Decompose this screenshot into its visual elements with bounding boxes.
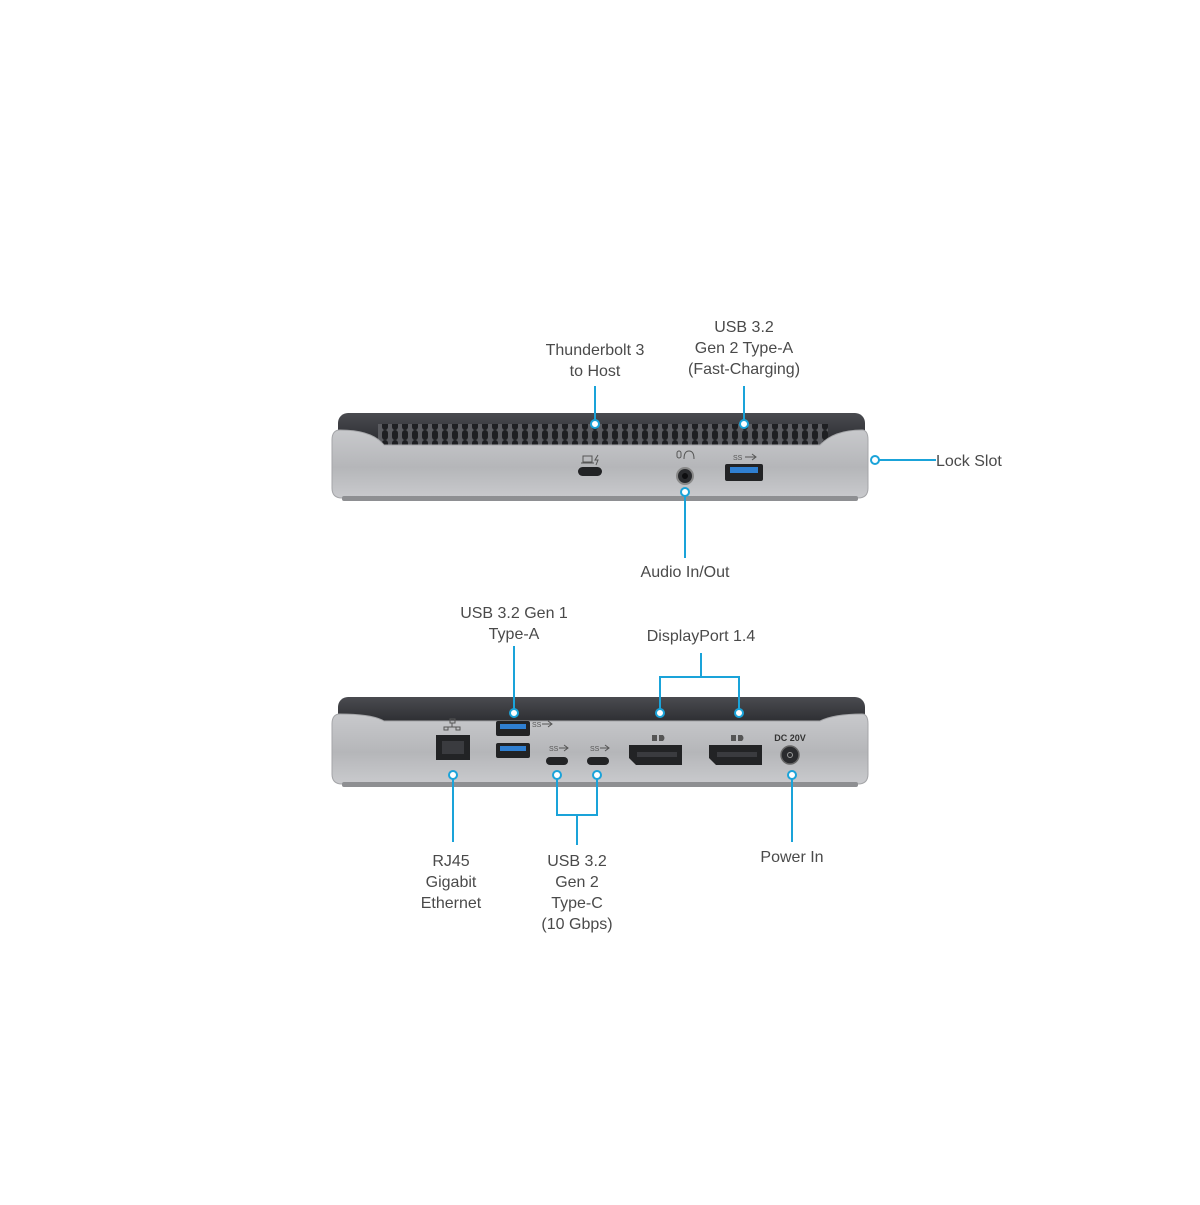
rear-dock-top <box>338 697 865 723</box>
callout-line-usb-c <box>556 779 598 845</box>
callout-dot-rj45 <box>448 770 458 780</box>
label-lock-slot: Lock Slot <box>936 451 1002 472</box>
callout-dot-usb-c-right <box>592 770 602 780</box>
label-power: Power In <box>732 847 852 868</box>
lightning-icon <box>594 454 599 466</box>
label-audio: Audio In/Out <box>615 562 755 583</box>
label-line: Ethernet <box>420 895 482 912</box>
callout-dot-usb-a-gen1 <box>509 708 519 718</box>
headset-icon <box>676 450 695 460</box>
label-line: RJ45 <box>432 853 470 870</box>
label-line: DisplayPort 1.4 <box>646 628 756 645</box>
label-line: Thunderbolt 3 <box>545 342 645 359</box>
label-line: (10 Gbps) <box>541 916 613 933</box>
callout-dot-usb-a-fast <box>739 419 749 429</box>
rj45-port-inner <box>442 741 464 754</box>
callout-dot-usb-c-left <box>552 770 562 780</box>
svg-text:SS: SS <box>590 746 600 753</box>
callout-dot-displayport-left <box>655 708 665 718</box>
displayport-icon <box>731 735 744 741</box>
label-usb-c-gen2: USB 3.2 Gen 2 Type-C (10 Gbps) <box>522 851 632 935</box>
label-line: Gen 2 <box>555 874 599 891</box>
label-line: (Fast-Charging) <box>687 361 801 378</box>
network-icon <box>443 718 461 731</box>
front-dock-vents <box>378 424 828 446</box>
power-jack <box>780 745 800 765</box>
label-line: to Host <box>569 363 621 380</box>
label-displayport: DisplayPort 1.4 <box>626 626 776 647</box>
usb-a-gen1-tongue-bottom <box>500 746 526 751</box>
usb-c-port-right <box>587 757 609 765</box>
label-line: Gigabit <box>425 874 477 891</box>
callout-dot-thunderbolt <box>590 419 600 429</box>
usb-c-port-left <box>546 757 568 765</box>
label-line: USB 3.2 <box>547 853 607 870</box>
front-dock-base <box>342 496 858 501</box>
audio-jack-hole <box>682 473 688 479</box>
label-line: Type-C <box>551 895 603 912</box>
callout-dot-displayport-right <box>734 708 744 718</box>
usb-a-gen1-tongue-top <box>500 724 526 729</box>
rear-dock-base <box>342 782 858 787</box>
label-line: Gen 2 Type-A <box>694 340 794 357</box>
usb-ss-icon: SS <box>549 744 569 753</box>
svg-text:SS: SS <box>549 746 559 753</box>
rear-dock-body <box>331 713 869 785</box>
callout-dot-audio <box>680 487 690 497</box>
label-line: Audio In/Out <box>640 564 730 581</box>
label-line: USB 3.2 Gen 1 <box>460 605 568 622</box>
thunderbolt-port <box>578 467 602 476</box>
displayport-icon <box>652 735 665 741</box>
usb-ss-icon: SS <box>733 453 757 462</box>
callout-dot-power <box>787 770 797 780</box>
label-line: Power In <box>760 849 824 866</box>
svg-text:SS: SS <box>532 722 542 729</box>
callouts <box>448 386 936 845</box>
label-line: USB 3.2 <box>714 319 774 336</box>
usb-a-fast-tongue <box>730 467 758 473</box>
usb-ss-icon: SS <box>532 720 553 729</box>
label-line: Lock Slot <box>936 453 1002 470</box>
label-rj45: RJ45 Gigabit Ethernet <box>401 851 501 914</box>
label-thunderbolt: Thunderbolt 3 to Host <box>525 340 665 382</box>
usb-ss-icon: SS <box>590 744 610 753</box>
laptop-icon <box>581 455 594 464</box>
front-dock: SS <box>331 413 869 501</box>
displayport-tongue-right <box>717 752 757 757</box>
dc-label: DC 20V <box>774 733 806 743</box>
svg-text:SS: SS <box>733 455 743 462</box>
callout-dot-lock-slot <box>870 455 880 465</box>
callout-line-displayport <box>659 653 740 709</box>
label-usb-a-fast: USB 3.2 Gen 2 Type-A (Fast-Charging) <box>664 317 824 380</box>
label-line: Type-A <box>488 626 540 643</box>
displayport-tongue-left <box>637 752 677 757</box>
power-icon <box>787 752 793 758</box>
label-usb-a-gen1: USB 3.2 Gen 1 Type-A <box>444 603 584 645</box>
rear-dock: SS SS SS <box>331 697 869 787</box>
